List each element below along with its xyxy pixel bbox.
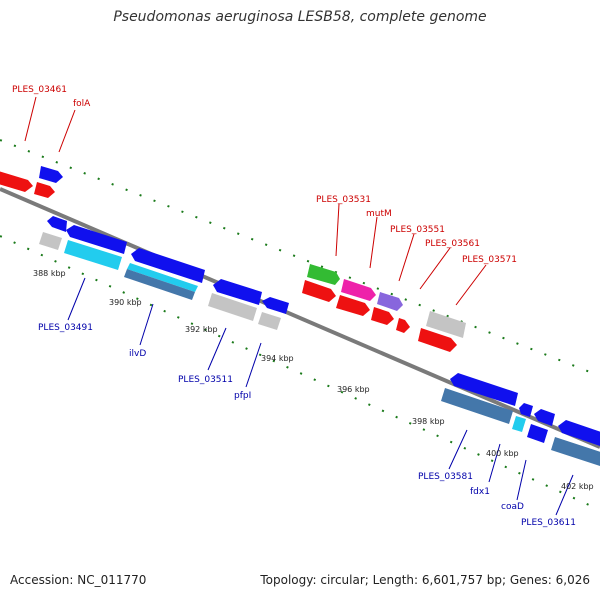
gene-arrow — [558, 420, 600, 446]
gene-label: folA — [73, 99, 91, 109]
gene-arrow — [396, 318, 410, 333]
gene-arrow — [47, 216, 67, 232]
gene-block — [441, 388, 513, 424]
gene-arrow — [450, 373, 518, 406]
gene-arrow — [377, 292, 403, 311]
tick-label: 392 kbp — [185, 325, 218, 334]
gene-arrow — [131, 248, 205, 283]
gene-arrow — [66, 225, 127, 254]
gene-label: fdx1 — [470, 487, 490, 497]
gene-labels: PLES_03461 folA PLES_03531 mutM PLES_03551PL… — [12, 85, 576, 528]
gene-label: PLES_03491 — [38, 323, 93, 333]
tick-label: 396 kbp — [337, 385, 370, 394]
tick-label: 400 kbp — [486, 449, 519, 458]
gene-arrow — [534, 409, 555, 426]
gene-arrow — [418, 328, 457, 352]
gene-arrow — [307, 264, 340, 285]
gene-block — [64, 240, 122, 270]
gene-arrow — [262, 297, 289, 314]
gene-label: PLES_03571 — [462, 255, 517, 265]
gene-label: PLES_03511 — [178, 375, 233, 385]
kbp-tick-labels: 388 kbp 390 kbp 392 kbp 394 kbp 396 kbp 398 k… — [33, 269, 594, 491]
map-title: Pseudomonas aeruginosa LESB58, complete … — [113, 9, 487, 25]
gene-arrow — [213, 279, 262, 305]
gene-label: pfpI — [234, 391, 251, 401]
gene-label: PLES_03561 — [425, 239, 480, 249]
tick-label: 398 kbp — [412, 417, 445, 426]
gene-block — [39, 232, 62, 250]
gene-arrow — [39, 166, 63, 183]
gene-label: PLES_03531 — [316, 195, 371, 205]
gene-block — [258, 312, 281, 330]
gene-label: PLES_03551 — [390, 225, 445, 235]
tick-label: 390 kbp — [109, 298, 142, 307]
gene-block — [527, 424, 548, 443]
gene-arrow — [341, 279, 376, 301]
gene-block — [426, 311, 466, 338]
gene-arrow — [34, 182, 55, 198]
gene-label: PLES_03611 — [521, 518, 576, 528]
gene-block — [512, 416, 526, 432]
gene-block — [208, 293, 257, 321]
gene-label: coaD — [501, 502, 524, 512]
genome-backbone — [0, 187, 600, 449]
genome-summary-text: Topology: circular; Length: 6,601,757 bp… — [260, 573, 590, 587]
gene-label: PLES_03461 — [12, 85, 67, 95]
gene-arrow — [0, 171, 33, 192]
gene-block — [551, 437, 600, 467]
accession-text: Accession: NC_011770 — [10, 573, 147, 587]
gene-label: mutM — [366, 209, 392, 219]
minus-leader-lines — [67, 277, 574, 516]
tick-track-lower — [0, 235, 600, 511]
tick-label: 402 kbp — [561, 482, 594, 491]
gene-arrow — [302, 280, 336, 302]
gene-block — [124, 269, 195, 300]
plus-leader-lines — [24, 96, 487, 306]
gene-label: PLES_03581 — [418, 472, 473, 482]
gene-label: ilvD — [129, 349, 146, 359]
gene-arrow — [519, 403, 533, 417]
tick-label: 388 kbp — [33, 269, 66, 278]
gene-block — [127, 263, 198, 292]
gene-arrow — [336, 295, 370, 316]
tick-label: 394 kbp — [261, 354, 294, 363]
gene-arrow — [371, 307, 394, 325]
